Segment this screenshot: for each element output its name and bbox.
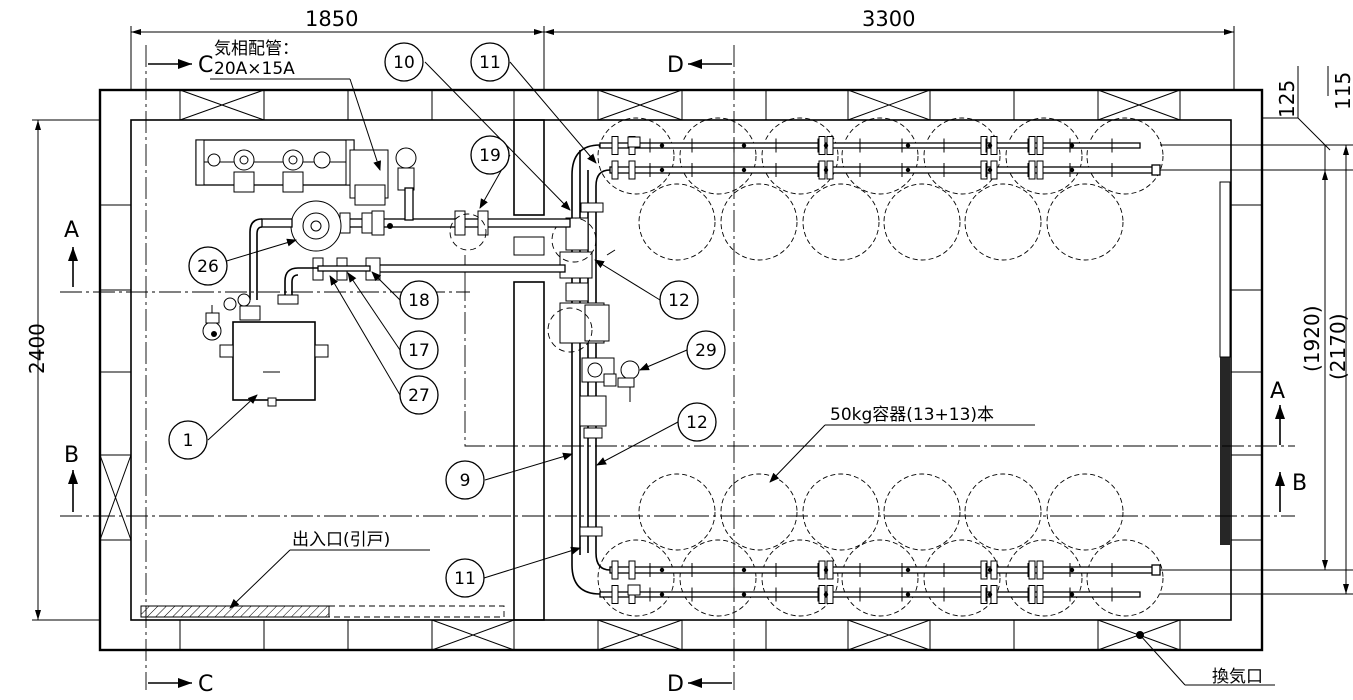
part-balloons: 10 11 19 26 18 12 17 27 29 1 12 9 11 <box>168 42 726 598</box>
part-balloon: 1 <box>168 420 208 460</box>
part-number: 11 <box>454 569 476 589</box>
part-number: 29 <box>695 341 717 361</box>
svg-text:A: A <box>1270 379 1285 404</box>
dimension-125: 125 <box>1275 80 1299 118</box>
part-number: 19 <box>479 146 501 166</box>
part-balloon: 27 <box>399 375 439 415</box>
section-mark-d-bottom: D <box>667 672 732 697</box>
part-balloon: 11 <box>470 42 510 82</box>
section-mark-a-left: A <box>64 218 79 287</box>
dimension-115: 115 <box>1331 72 1353 110</box>
left-dimension: 2400 <box>25 119 100 621</box>
part-balloon: 17 <box>399 330 439 370</box>
building-walls <box>98 88 1264 652</box>
manifold-pipes <box>571 142 1161 598</box>
right-dimensions: 125 115 (1920) (2170) <box>1160 66 1353 595</box>
vent-label: 換気口 <box>1212 667 1263 687</box>
svg-text:D: D <box>667 53 684 78</box>
manifold-fittings <box>611 136 1113 604</box>
containers-label: 50kg容器(13+13)本 <box>830 405 994 425</box>
svg-text:B: B <box>1292 471 1307 496</box>
part-balloon: 12 <box>659 280 699 320</box>
svg-text:D: D <box>667 672 684 697</box>
dimension-1850: 1850 <box>305 7 358 31</box>
part-number: 12 <box>686 413 708 433</box>
gas-pipe-note-line1: 気相配管： <box>214 39 299 59</box>
section-mark-b-left: B <box>64 443 79 512</box>
leader-lines <box>207 61 688 579</box>
dimension-2400: 2400 <box>25 323 49 374</box>
svg-text:C: C <box>198 672 213 697</box>
part-number: 27 <box>408 386 430 406</box>
dimension-3300: 3300 <box>862 7 915 31</box>
gas-pipe-note: 気相配管： 20A×15A <box>210 39 381 171</box>
containers-note: 50kg容器(13+13)本 <box>769 405 1035 483</box>
entrance-note: 出入口(引戸) <box>229 530 430 609</box>
cylinder-row-bottom <box>597 539 1164 617</box>
part-number: 9 <box>460 471 471 491</box>
part-number: 10 <box>393 53 415 73</box>
part-number: 12 <box>668 291 690 311</box>
section-mark-c-top: C <box>148 53 213 78</box>
entrance-label: 出入口(引戸) <box>292 530 390 550</box>
part-balloon: 19 <box>470 135 510 175</box>
part-balloon: 11 <box>445 558 485 598</box>
part-balloon: 9 <box>445 460 485 500</box>
regulator-assembly <box>195 139 571 407</box>
vent-note: 換気口 <box>1136 631 1275 687</box>
section-mark-a-right: A <box>1270 379 1285 445</box>
part-number: 17 <box>408 341 430 361</box>
cylinder-row-top <box>597 117 1164 195</box>
top-dimension-lines: 1850 3300 <box>130 7 1235 90</box>
part-number: 26 <box>197 257 219 277</box>
part-balloon: 10 <box>384 42 424 82</box>
entrance-sliding-door <box>140 605 505 618</box>
riser-fittings <box>547 202 640 537</box>
dimension-2170: (2170) <box>1326 313 1350 380</box>
part-number: 18 <box>408 291 430 311</box>
cylinder-row-lower-middle <box>638 473 1124 551</box>
gas-pipe-note-line2: 20A×15A <box>214 59 295 79</box>
section-mark-d-top: D <box>667 53 732 78</box>
svg-text:C: C <box>198 53 213 78</box>
part-balloon: 26 <box>188 246 228 286</box>
part-number: 11 <box>479 53 501 73</box>
cylinder-rows <box>597 117 1164 617</box>
dimension-1920: (1920) <box>1300 305 1324 372</box>
cylinder-row-upper-middle <box>638 183 1124 261</box>
section-mark-c-bottom: C <box>148 672 213 697</box>
svg-text:B: B <box>64 443 79 468</box>
part-balloon: 18 <box>399 280 439 320</box>
part-balloon: 12 <box>677 402 717 442</box>
svg-text:A: A <box>64 218 79 243</box>
part-balloon: 29 <box>686 330 726 370</box>
part-number: 1 <box>183 431 194 451</box>
section-mark-b-right: B <box>1275 471 1307 512</box>
